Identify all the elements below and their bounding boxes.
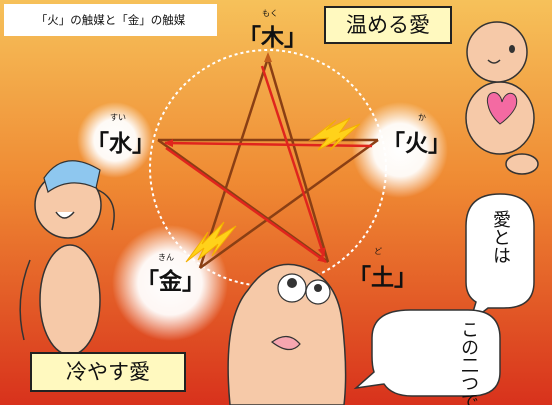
arrow-fire-water: [164, 139, 373, 148]
baby-with-ice-pack: [19, 160, 115, 356]
speech-text-2: この二つです: [458, 320, 479, 405]
baby-hugging-heart: [465, 21, 539, 175]
water-ruby: すい: [110, 113, 126, 122]
lightning-bolts: [185, 117, 361, 263]
arrow-wood-earth: [260, 65, 326, 257]
star-line: [157, 138, 329, 264]
wood-tip: [264, 52, 272, 62]
fire-ruby: か: [418, 113, 426, 122]
wood-ruby: もく: [262, 9, 278, 18]
warming-love-callout: 温める愛: [324, 6, 452, 44]
speech-bubble-1: [465, 193, 535, 325]
wood-label: 「木」: [238, 25, 307, 51]
water-glow: [77, 102, 153, 178]
bolt-icon: [308, 117, 361, 151]
earth-label: 「土」: [348, 265, 417, 291]
metal-glow: [112, 225, 228, 341]
cooling-love-callout: 冷やす愛: [30, 352, 186, 392]
speech-text-1: 愛とは: [490, 210, 511, 264]
bolt-icon: [185, 221, 237, 263]
star-line: [199, 138, 379, 270]
water-label: 「水」: [86, 131, 155, 157]
control-arrows: [164, 65, 373, 264]
fire-glow: [352, 102, 448, 198]
star-line: [198, 57, 270, 269]
diagram-title: 「火」の触媒と「金」の触媒: [4, 4, 217, 36]
metal-ruby: きん: [158, 253, 174, 262]
earth-ruby: ど: [374, 247, 382, 256]
fire-label: 「火」: [382, 131, 451, 157]
star-line: [266, 57, 330, 263]
arrow-water-earth: [165, 146, 327, 264]
baby-thinking: [227, 263, 347, 405]
ice-pack-icon: [43, 160, 101, 193]
metal-label: 「金」: [136, 269, 205, 295]
speech-bubble-2: [353, 309, 501, 397]
